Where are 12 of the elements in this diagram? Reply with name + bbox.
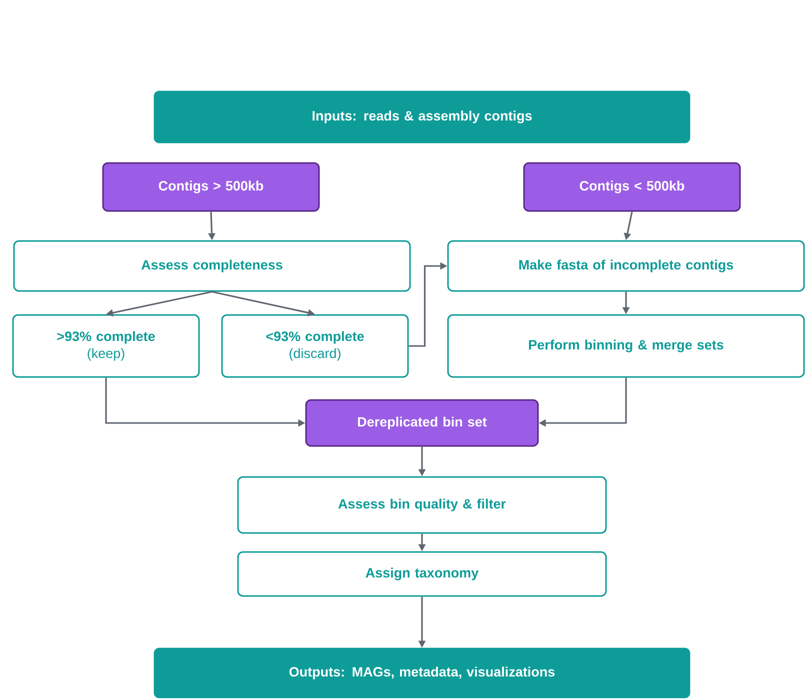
result-box: >93% complete (keep) xyxy=(12,314,200,378)
input-box: Inputs: reads & assembly contigs xyxy=(154,90,690,144)
process-box: Contigs < 500kb xyxy=(523,162,741,212)
process-box: Make fasta of incomplete contigs xyxy=(447,240,805,292)
process-box: Assess bin quality & filter xyxy=(237,476,607,534)
process-box: Perform binning & merge sets xyxy=(447,314,805,378)
process-box: Contigs > 500kb xyxy=(102,162,320,212)
output-box: Outputs: MAGs, metadata, visualizations xyxy=(154,648,690,698)
result-box: <93% complete (discard) xyxy=(221,314,409,378)
process-box: Assign taxonomy xyxy=(237,551,607,597)
process-box: Assess completeness xyxy=(13,240,411,292)
process-box: Dereplicated bin set xyxy=(305,399,539,447)
